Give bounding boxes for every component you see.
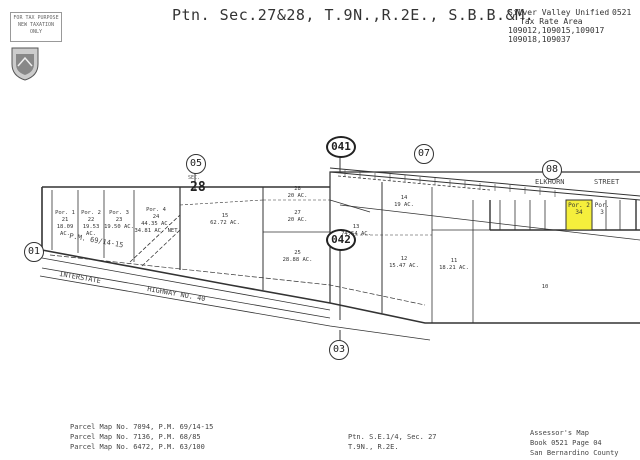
lot-por-label: Por. 3 [109, 210, 129, 216]
tax-rate-block: Silver Valley Unified Tax Rate Area 1090… [508, 8, 618, 44]
street-name: ELKHORN [535, 178, 565, 186]
book-circle-042[interactable]: 042 [326, 229, 356, 251]
book-circle-03[interactable]: 03 [329, 340, 349, 360]
parcel-area: 74.54 AC. [341, 231, 371, 237]
lot-por-label: Por. 4 [146, 207, 166, 213]
ptn-line-1: Ptn. S.E.1/4, Sec. 27 [348, 433, 437, 441]
lot-por-label: Por. 2 [568, 202, 590, 209]
right-lot-por-3[interactable]: Por. 3 [592, 202, 612, 216]
tax-code-line-2: 109018,109037 [508, 35, 571, 44]
lot-por-label: Por. [594, 202, 610, 209]
lot-por-3[interactable]: Por. 3 23 19.50 AC. [104, 210, 134, 231]
tax-rate-area-label: Tax Rate Area [520, 17, 583, 26]
lot-area: 44.35 AC. [141, 221, 171, 227]
book-circle-08[interactable]: 08 [542, 160, 562, 180]
parcel-number: 27 [294, 210, 301, 216]
assessor-block: Assessor's Map Book 0521 Page 04 San Ber… [530, 428, 619, 458]
parcel-10[interactable]: 10 [530, 284, 560, 291]
assessor-line-3: San Bernardino County [530, 449, 619, 457]
lot-area: 18.09 AC. [56, 224, 74, 237]
parcel-area: 20 AC. [287, 193, 308, 199]
book-circle-07[interactable]: 07 [414, 144, 434, 164]
parcel-12[interactable]: 12 15.47 AC. [384, 256, 424, 270]
parcel-area: 28.88 AC. [282, 257, 313, 263]
parcel-number: 10 [541, 284, 549, 290]
lot-por-label: Por. 1 [55, 210, 75, 216]
parcel-13[interactable]: 13 74.54 AC. [336, 224, 376, 238]
lot-number: 34 [575, 209, 583, 216]
lot-number: 23 [115, 217, 123, 223]
parcel-14[interactable]: 14 19 AC. [384, 195, 424, 209]
lot-por-1[interactable]: Por. 1 21 18.09 AC. [52, 210, 78, 238]
parcel-map-line-2: Parcel Map No. 7136, P.M. 68/85 [70, 433, 201, 441]
parcel-number: 14 [400, 195, 408, 201]
parcel-area: 18.21 AC. [439, 265, 469, 271]
parcel-area: 62.72 AC. [210, 220, 240, 226]
section-prefix: SEC. [188, 175, 201, 181]
parcel-number: 11 [450, 258, 458, 264]
parcel-number: 15 [221, 213, 229, 219]
tax-code-line-1: 109012,109015,109017 [508, 26, 605, 35]
lot-number: 24 [152, 214, 160, 220]
ptn-footer: Ptn. S.E.1/4, Sec. 27 T.9N., R.2E. [348, 432, 437, 452]
street-suffix: STREET [594, 178, 620, 186]
highlighted-parcel [565, 199, 593, 231]
parcel-25[interactable]: 25 28.88 AC. [275, 250, 320, 264]
section-number: 28 [190, 180, 206, 195]
lot-por-4[interactable]: Por. 4 24 44.35 AC. 34.81 AC. NET [134, 207, 178, 235]
book-circle-05[interactable]: 05 [186, 154, 206, 174]
lot-por-label: Por. 2 [81, 210, 101, 216]
parcel-map-line-1: Parcel Map No. 7094, P.M. 69/14-15 [70, 423, 214, 431]
parcel-area: 15.47 AC. [389, 263, 419, 269]
ptn-line-2: T.9N., R.2E. [348, 443, 399, 451]
map-title: Ptn. Sec.27&28, T.9N.,R.2E., S.B.B.&M. [172, 6, 535, 24]
assessor-line-2: Book 0521 Page 04 [530, 439, 602, 447]
lot-number: 21 [61, 217, 69, 223]
tax-purpose-stamp: FOR TAX PURPOSE NEW TAXATION ONLY [10, 12, 62, 42]
parcel-number: 13 [352, 224, 360, 230]
book-circle-01[interactable]: 01 [24, 242, 44, 262]
parcel-map-line-3: Parcel Map No. 6472, P.M. 63/100 [70, 443, 205, 451]
school-district: Silver Valley Unified [508, 8, 610, 17]
parcel-number: 25 [294, 250, 301, 256]
parcel-map-list: Parcel Map No. 7094, P.M. 69/14-15 Parce… [70, 422, 213, 452]
stamp-line-2: NEW TAXATION ONLY [17, 22, 55, 35]
parcel-11[interactable]: 11 18.21 AC. [436, 258, 472, 272]
parcel-area: 19 AC. [394, 202, 414, 208]
book-circle-041[interactable]: 041 [326, 136, 356, 158]
parcel-number: 28 [294, 186, 301, 192]
right-lot-por-2[interactable]: Por. 2 34 [566, 202, 592, 216]
lot-por-2[interactable]: Por. 2 22 19.53 AC. [78, 210, 104, 238]
lot-number: 22 [87, 217, 95, 223]
lot-area-net: 34.81 AC. NET [134, 228, 178, 234]
lot-area: 19.50 AC. [104, 224, 134, 230]
parcel-area: 20 AC. [287, 217, 308, 223]
lot-area: 19.53 AC. [82, 224, 100, 237]
lot-number: 3 [600, 209, 604, 216]
parcel-15[interactable]: 15 62.72 AC. [200, 213, 250, 227]
page-reference: 0521 [612, 8, 632, 17]
parcel-28[interactable]: 28 20 AC. [275, 186, 320, 200]
assessor-line-1: Assessor's Map [530, 429, 590, 437]
parcel-number: 12 [400, 256, 408, 262]
parcel-27[interactable]: 27 20 AC. [275, 210, 320, 224]
stamp-line-1: FOR TAX PURPOSE [13, 15, 59, 21]
county-seal-icon [11, 47, 39, 81]
